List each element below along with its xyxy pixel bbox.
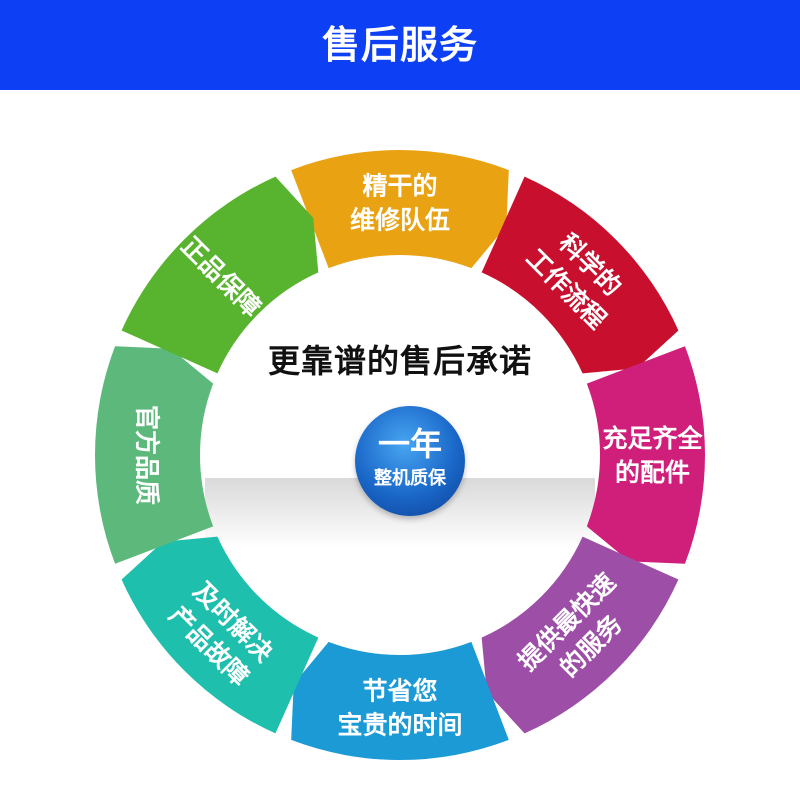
ring-segment-6 bbox=[121, 536, 319, 734]
segment-label-1: 精干的维修队伍 bbox=[350, 172, 450, 235]
segment-label-line: 精干的 bbox=[362, 172, 437, 201]
segment-label-3: 充足齐全的配件 bbox=[602, 424, 703, 487]
segment-label-line: 维修队伍 bbox=[350, 206, 450, 235]
header-title: 售后服务 bbox=[321, 23, 478, 67]
segment-label-line: 充足齐全 bbox=[602, 424, 703, 453]
segment-label-line: 的配件 bbox=[615, 458, 690, 487]
ring-segment-5 bbox=[291, 641, 509, 760]
segment-label-5: 节省您宝贵的时间 bbox=[337, 677, 462, 740]
ring-segment-3 bbox=[586, 346, 705, 564]
center-title: 更靠谱的售后承诺 bbox=[267, 342, 532, 380]
ring-segment-4 bbox=[481, 536, 679, 734]
header-bar: 售后服务 bbox=[0, 0, 800, 90]
segment-label-line: 官方品质 bbox=[133, 405, 162, 505]
ring-segment-1 bbox=[291, 150, 509, 269]
ring-segment-8 bbox=[121, 176, 319, 374]
badge-sub-text: 整机质保 bbox=[374, 468, 446, 489]
segment-label-line: 节省您 bbox=[362, 677, 437, 706]
segment-label-line: 宝贵的时间 bbox=[337, 711, 462, 740]
badge-main-text: 一年 bbox=[377, 425, 442, 463]
warranty-badge: 一年 整机质保 bbox=[355, 406, 465, 516]
ring-segment-7 bbox=[94, 346, 214, 564]
ring-segment-2 bbox=[481, 176, 679, 374]
segment-label-7: 官方品质 bbox=[133, 405, 162, 505]
